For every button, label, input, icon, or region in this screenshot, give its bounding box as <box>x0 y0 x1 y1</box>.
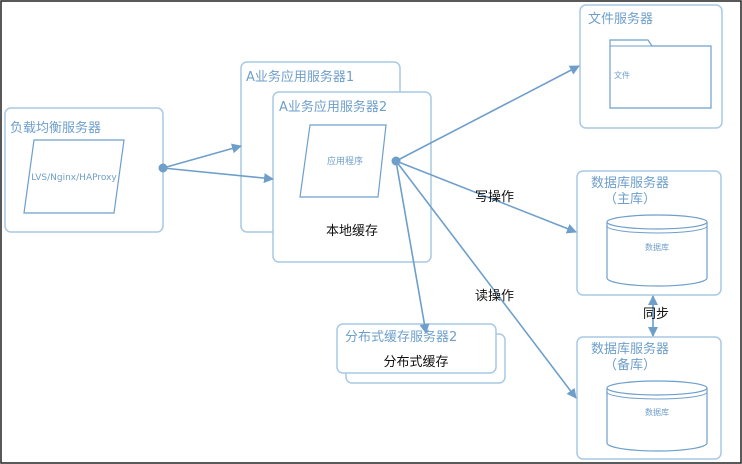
db-master-title-line1: 数据库服务器 <box>591 175 669 191</box>
file-server-node: 文件服务器 文件 <box>579 4 723 129</box>
cache-server-node: 分布式缓存服务器2 分布式缓存 <box>336 323 506 384</box>
read-operation-label: 读操作 <box>475 288 514 304</box>
edge-lb-to-app1 <box>162 143 242 169</box>
edge-app-to-cache <box>395 160 430 334</box>
file-label: 文件 <box>614 70 630 80</box>
database-cylinder-icon <box>606 380 708 452</box>
app-server-1-title: A业务应用服务器1 <box>246 69 354 85</box>
db-slave-label: 数据库 <box>645 407 669 417</box>
database-cylinder-icon <box>606 214 708 287</box>
connectors <box>158 65 658 399</box>
load-balancer-software-label: LVS/Nginx/HAProxy <box>31 173 117 183</box>
edge-lb-to-app2 <box>162 167 274 184</box>
load-balancer-title: 负载均衡服务器 <box>10 120 101 136</box>
load-balancer-node: 负载均衡服务器 LVS/Nginx/HAProxy <box>4 107 164 233</box>
application-shape <box>299 124 387 198</box>
db-slave-node: 数据库服务器 （备库） 数据库 <box>576 336 722 460</box>
edge-app-to-db-master <box>395 160 577 234</box>
cache-label: 分布式缓存 <box>383 355 448 370</box>
local-cache-label: 本地缓存 <box>326 224 378 239</box>
sync-label: 同步 <box>643 307 669 322</box>
db-master-label: 数据库 <box>645 242 669 252</box>
db-slave-title-line2: （备库） <box>604 357 656 373</box>
db-master-node: 数据库服务器 （主库） 数据库 <box>576 170 722 296</box>
db-master-title-line2: （主库） <box>604 191 656 207</box>
app-server-2-title: A业务应用服务器2 <box>279 99 387 115</box>
db-slave-title-line1: 数据库服务器 <box>591 341 669 357</box>
cache-server-title: 分布式缓存服务器2 <box>345 329 457 345</box>
application-label: 应用程序 <box>327 155 363 167</box>
file-server-title: 文件服务器 <box>588 11 653 27</box>
load-balancer-software-shape <box>23 139 125 214</box>
folder-icon <box>609 39 712 109</box>
edge-app-to-file <box>395 65 580 162</box>
write-operation-label: 写操作 <box>475 189 514 205</box>
edge-app-to-db-slave <box>395 160 577 399</box>
